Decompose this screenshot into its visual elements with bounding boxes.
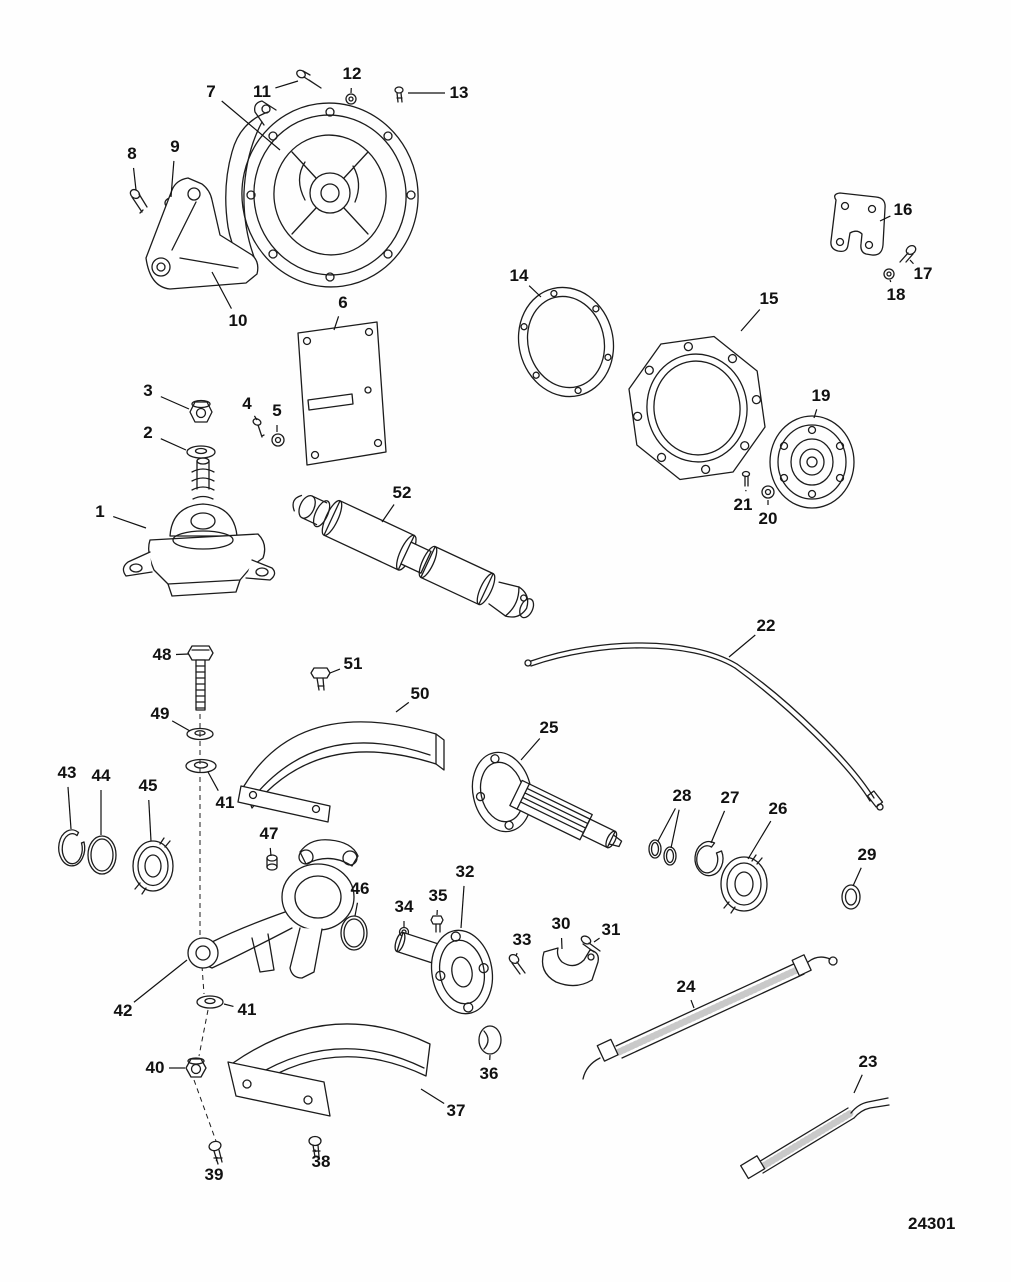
part-22-cable <box>524 642 884 811</box>
part-50-upper-shield <box>237 721 445 823</box>
part-46-oring <box>340 915 368 951</box>
part-45-bearing <box>132 837 174 895</box>
part-21-screw <box>741 470 751 487</box>
part-14-gasket <box>517 286 615 398</box>
part-17-screw <box>899 244 917 263</box>
part-36-cap <box>478 1025 502 1055</box>
part-31-screw <box>580 935 601 953</box>
drawing-number: 24301 <box>908 1214 956 1233</box>
part-41-lockwasher-upper <box>185 758 217 774</box>
part-43-snap-ring <box>58 829 86 867</box>
part-24-hose <box>582 954 838 1080</box>
part-52-driveshaft <box>292 494 535 619</box>
part-35-screw <box>430 915 444 933</box>
part-18-washer <box>883 268 895 280</box>
part-49-washer <box>186 727 214 741</box>
part-32-hub <box>394 929 494 1015</box>
part-44-ring <box>87 835 117 875</box>
part-41-washer-lower <box>196 995 224 1009</box>
part-6-plate <box>297 321 387 466</box>
part-40-nut <box>185 1057 207 1078</box>
part-19-coupler <box>769 415 855 509</box>
construction-lines <box>193 714 217 1142</box>
part-1-engine-mount <box>122 457 276 597</box>
part-11-screw <box>296 69 322 89</box>
part-23-hose <box>740 1097 890 1180</box>
part-37-lower-shield <box>227 1023 431 1117</box>
part-47-bushing <box>266 854 278 871</box>
part-12-washer <box>345 93 357 105</box>
part-4-screw <box>252 418 265 438</box>
part-7-bell-housing <box>225 100 419 288</box>
part-13-screw <box>394 86 404 103</box>
part-30-clamp <box>541 947 599 987</box>
part-5-washer <box>271 433 285 447</box>
part-8-bolt <box>129 188 148 214</box>
part-38-screw <box>308 1135 322 1158</box>
part-26-bearing <box>720 854 768 914</box>
part-29-seal <box>841 884 861 910</box>
part-20-washer <box>761 485 775 499</box>
part-27-snap-ring <box>694 840 724 877</box>
part-48-bolt <box>187 645 214 711</box>
part-39-screw <box>208 1140 223 1165</box>
part-25-output-shaft <box>471 751 623 849</box>
part-2-washer <box>186 445 216 459</box>
part-15-adapter-ring <box>628 335 766 481</box>
part-51-bolt <box>310 667 331 691</box>
part-16-bracket-plate <box>830 192 886 256</box>
part-3-nut <box>189 399 213 423</box>
part-42-carrier-bracket <box>187 839 359 979</box>
callout-leader-lines <box>67 80 914 1162</box>
part-10-bracket <box>145 177 259 290</box>
part-28-orings <box>648 839 677 866</box>
